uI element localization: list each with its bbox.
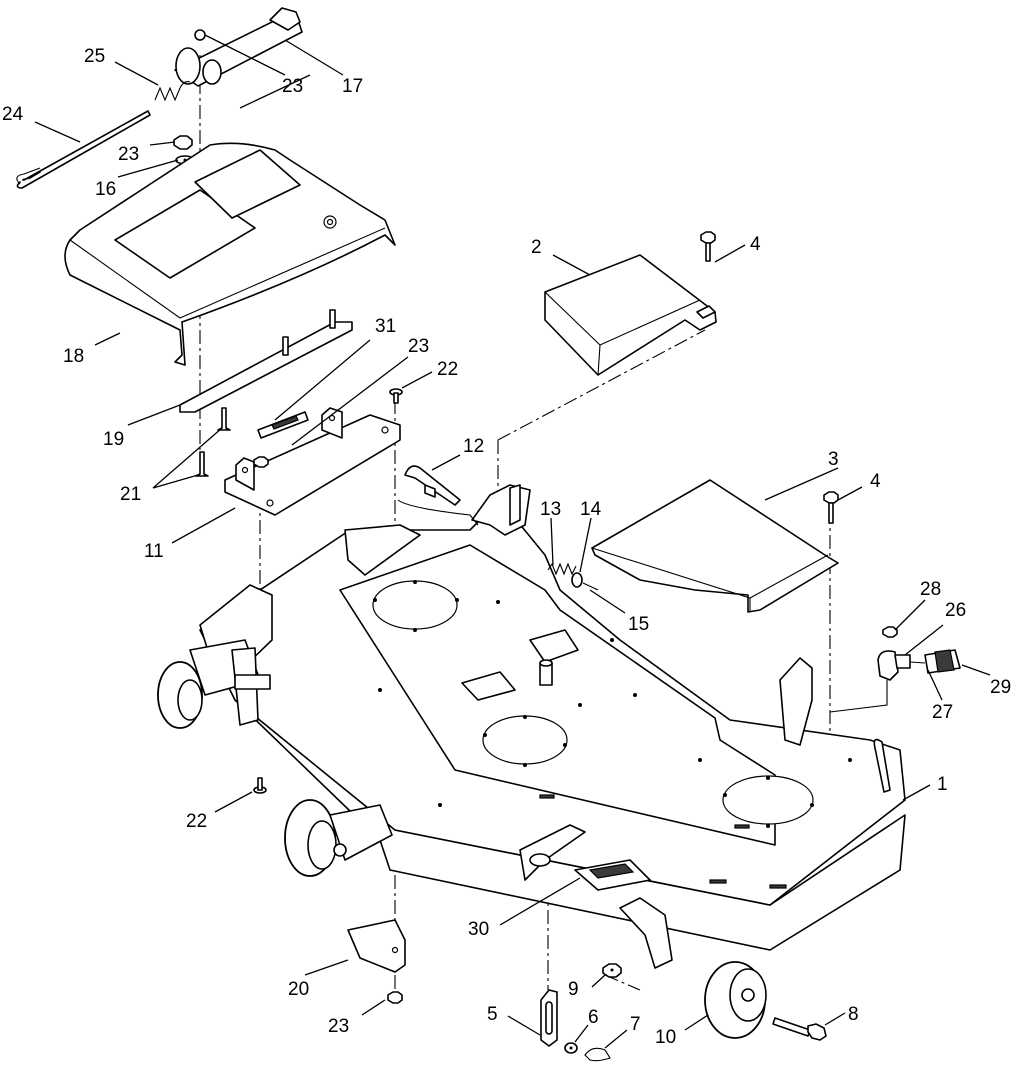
callout-5: 5 (487, 1004, 498, 1025)
callout-22a: 22 (437, 359, 458, 380)
part-11-mount-plate (224, 407, 401, 516)
part-28-nut (882, 626, 898, 638)
callout-12: 12 (463, 436, 484, 457)
callout-4b: 4 (870, 471, 881, 492)
callout-3: 3 (828, 449, 839, 470)
part-21-bolts (195, 407, 231, 477)
part-12-handle (404, 465, 461, 506)
leader-lines (34, 34, 991, 1049)
callout-9: 9 (568, 979, 579, 1000)
part-22-rivet-bottom (253, 777, 267, 794)
callout-6: 6 (588, 1007, 599, 1028)
callout-21: 21 (120, 484, 141, 505)
part-4-bolt-b (823, 491, 839, 524)
callout-30: 30 (468, 919, 489, 940)
part-23-nut-bottom (387, 991, 403, 1004)
rear-left-wheel (157, 639, 271, 729)
front-wheel-bracket (519, 824, 586, 881)
part-3-cover (591, 479, 839, 613)
callout-11: 11 (144, 541, 164, 562)
part-29-nozzle (909, 649, 961, 674)
part-25-spring (154, 81, 191, 102)
part-31-decal (257, 411, 309, 439)
part-17-bracket (174, 7, 303, 87)
part-9-nut (602, 963, 622, 978)
callout-29: 29 (990, 677, 1011, 698)
callout-23d: 23 (328, 1016, 349, 1037)
mid-left-wheel (284, 799, 393, 877)
callout-14: 14 (580, 499, 602, 520)
part-30-decal (574, 859, 651, 891)
part-1-mower-deck (199, 484, 906, 951)
callout-25: 25 (84, 46, 105, 67)
callout-24: 24 (2, 104, 24, 125)
callout-23b: 23 (118, 144, 139, 165)
part-5-link (540, 989, 558, 1047)
callout-13: 13 (540, 499, 561, 520)
part-2-cover (544, 254, 717, 376)
part-20-bracket (347, 919, 406, 973)
callout-15: 15 (628, 614, 649, 635)
callout-labels: 1 2 3 4 4 5 6 7 8 9 10 11 12 13 14 15 16… (2, 46, 1011, 1048)
part-24-rod (16, 110, 151, 189)
part-26-elbow (877, 650, 911, 681)
callout-23c: 23 (408, 336, 429, 357)
callout-1: 1 (937, 774, 948, 795)
part-13-spring (547, 562, 577, 576)
part-7-pin (584, 1047, 611, 1062)
part-18-belt-cover (64, 142, 396, 366)
part-15-bolt (582, 582, 599, 591)
part-8-bolt (772, 1017, 827, 1041)
callout-26: 26 (945, 600, 966, 621)
callout-31: 31 (375, 316, 396, 337)
callout-28: 28 (920, 579, 941, 600)
part-19-plate (179, 309, 353, 413)
part-27-hose (829, 680, 888, 713)
callout-8: 8 (848, 1004, 859, 1025)
callout-16: 16 (95, 179, 116, 200)
callout-7: 7 (630, 1014, 641, 1035)
callout-19: 19 (103, 429, 124, 450)
callout-17: 17 (342, 76, 363, 97)
callout-4a: 4 (750, 234, 761, 255)
callout-23a: 23 (282, 76, 303, 97)
callout-2: 2 (531, 237, 542, 258)
callout-20: 20 (288, 979, 309, 1000)
part-4-bolt-a (700, 231, 716, 262)
callout-27: 27 (932, 702, 953, 723)
part-14-washer (571, 572, 583, 588)
callout-10: 10 (655, 1027, 676, 1048)
part-23-nut-top (173, 135, 193, 150)
part-10-front-wheel (619, 897, 767, 1039)
part-22-rivet-top (389, 388, 403, 404)
part-6-washer (564, 1042, 578, 1054)
callout-18: 18 (63, 346, 84, 367)
callout-22b: 22 (186, 811, 207, 832)
